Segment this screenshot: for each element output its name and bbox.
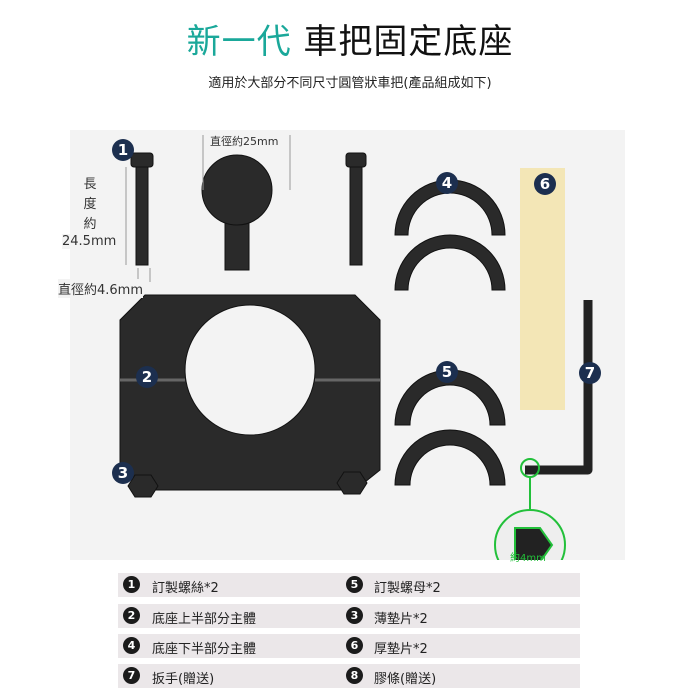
- subtitle: 適用於大部分不同尺寸圓管狀車把(產品組成如下): [208, 76, 492, 91]
- thick-shim-lower: [394, 429, 506, 486]
- part-badge-1: 1: [112, 139, 134, 161]
- number-badge: 5: [346, 576, 363, 593]
- part-badge-4: 4: [436, 172, 458, 194]
- hex-size-label: 約4mm: [510, 553, 546, 564]
- part-badge-6: 6: [534, 173, 556, 195]
- number-badge: 6: [346, 637, 363, 654]
- part-name: 底座下半部分主體: [152, 642, 257, 657]
- screw-right: [345, 152, 367, 168]
- part-badge-2: 2: [136, 366, 158, 388]
- parts-row: 2 底座上半部分主體 3 薄墊片*2: [118, 604, 580, 628]
- part-name: 厚墊片*2: [374, 642, 428, 657]
- screw-left: [130, 152, 154, 168]
- thin-shim-upper: [394, 179, 506, 236]
- screw-diameter-label: 直徑約4.6mm: [58, 279, 144, 298]
- part-name: 薄墊片*2: [374, 612, 428, 627]
- part-badge-3: 3: [112, 462, 134, 484]
- part-name: 訂製螺絲*2: [152, 581, 219, 596]
- part-name: 膠條(贈送): [374, 672, 437, 687]
- ball-diameter-label: 直徑約25mm: [210, 133, 279, 149]
- parts-row: 4 底座下半部分主體 6 厚墊片*2: [118, 634, 580, 658]
- parts-row: 1 訂製螺絲*2 5 訂製螺母*2: [118, 573, 580, 597]
- screw-right-shaft: [349, 166, 363, 266]
- hex-key: [525, 300, 593, 475]
- base-block: [119, 294, 381, 491]
- parts-row: 7 扳手(贈送) 8 膠條(贈送): [118, 664, 580, 688]
- part-badge-7: 7: [579, 362, 601, 384]
- number-badge: 7: [123, 667, 140, 684]
- adhesive-strip: [520, 168, 565, 410]
- number-badge: 4: [123, 637, 140, 654]
- ball-mount: [201, 154, 273, 226]
- thick-shim-upper: [394, 369, 506, 426]
- nut-right: [336, 471, 368, 495]
- part-name: 訂製螺母*2: [374, 581, 441, 596]
- length-label: 長度約: [80, 175, 100, 235]
- length-value: 24.5mm: [62, 234, 117, 249]
- number-badge: 2: [123, 607, 140, 624]
- number-badge: 1: [123, 576, 140, 593]
- hex-profile: [514, 527, 554, 560]
- page-title: 新一代 車把固定底座: [186, 22, 514, 62]
- thin-shim-lower: [394, 234, 506, 291]
- part-name: 底座上半部分主體: [152, 612, 257, 627]
- screw-left-shaft: [135, 166, 149, 266]
- part-badge-5: 5: [436, 361, 458, 383]
- ball-mount-neck: [224, 219, 250, 271]
- part-name: 扳手(贈送): [152, 672, 215, 687]
- nut-left: [127, 474, 159, 498]
- number-badge: 3: [346, 607, 363, 624]
- number-badge: 8: [346, 667, 363, 684]
